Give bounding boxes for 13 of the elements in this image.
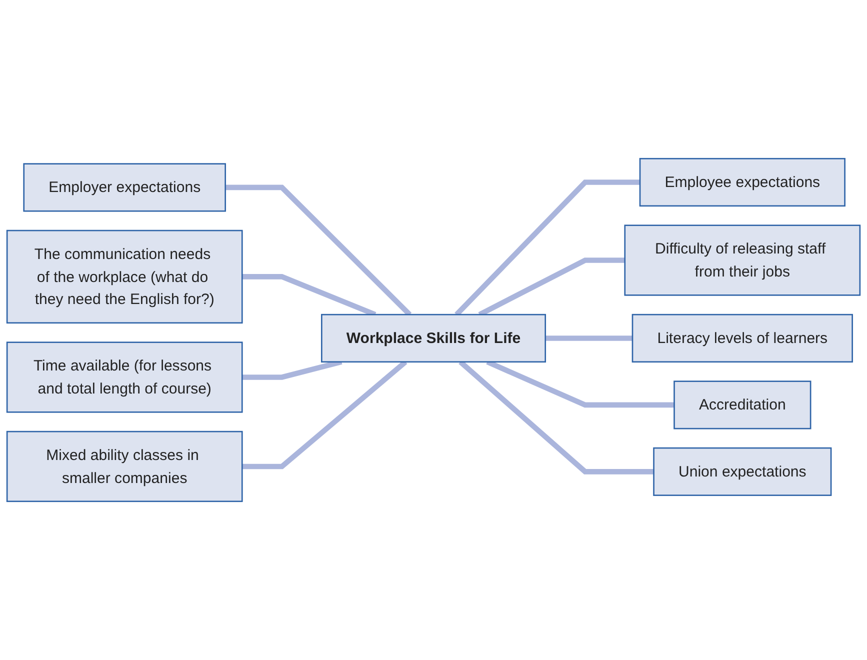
node-box: Time available (for lessons and total length of course)	[6, 342, 243, 413]
connector	[225, 184, 412, 316]
node-box: Workplace Skills for Life	[321, 314, 546, 363]
connector	[545, 336, 632, 341]
node-box: Mixed ability classes in smaller companies	[6, 430, 243, 502]
node-box: Literacy levels of learners	[632, 314, 853, 363]
node-box: The communication needs of the workplace (what do they need the English for?)	[6, 230, 243, 324]
node-box: Employee expectations	[639, 158, 846, 207]
connector	[454, 180, 640, 316]
node-box: Union expectations	[653, 447, 832, 496]
node-box: Accreditation	[674, 380, 812, 430]
node-box: Difficulty of releasing staff from their jobs	[624, 224, 861, 296]
node-box: Employer expectations	[23, 163, 226, 212]
